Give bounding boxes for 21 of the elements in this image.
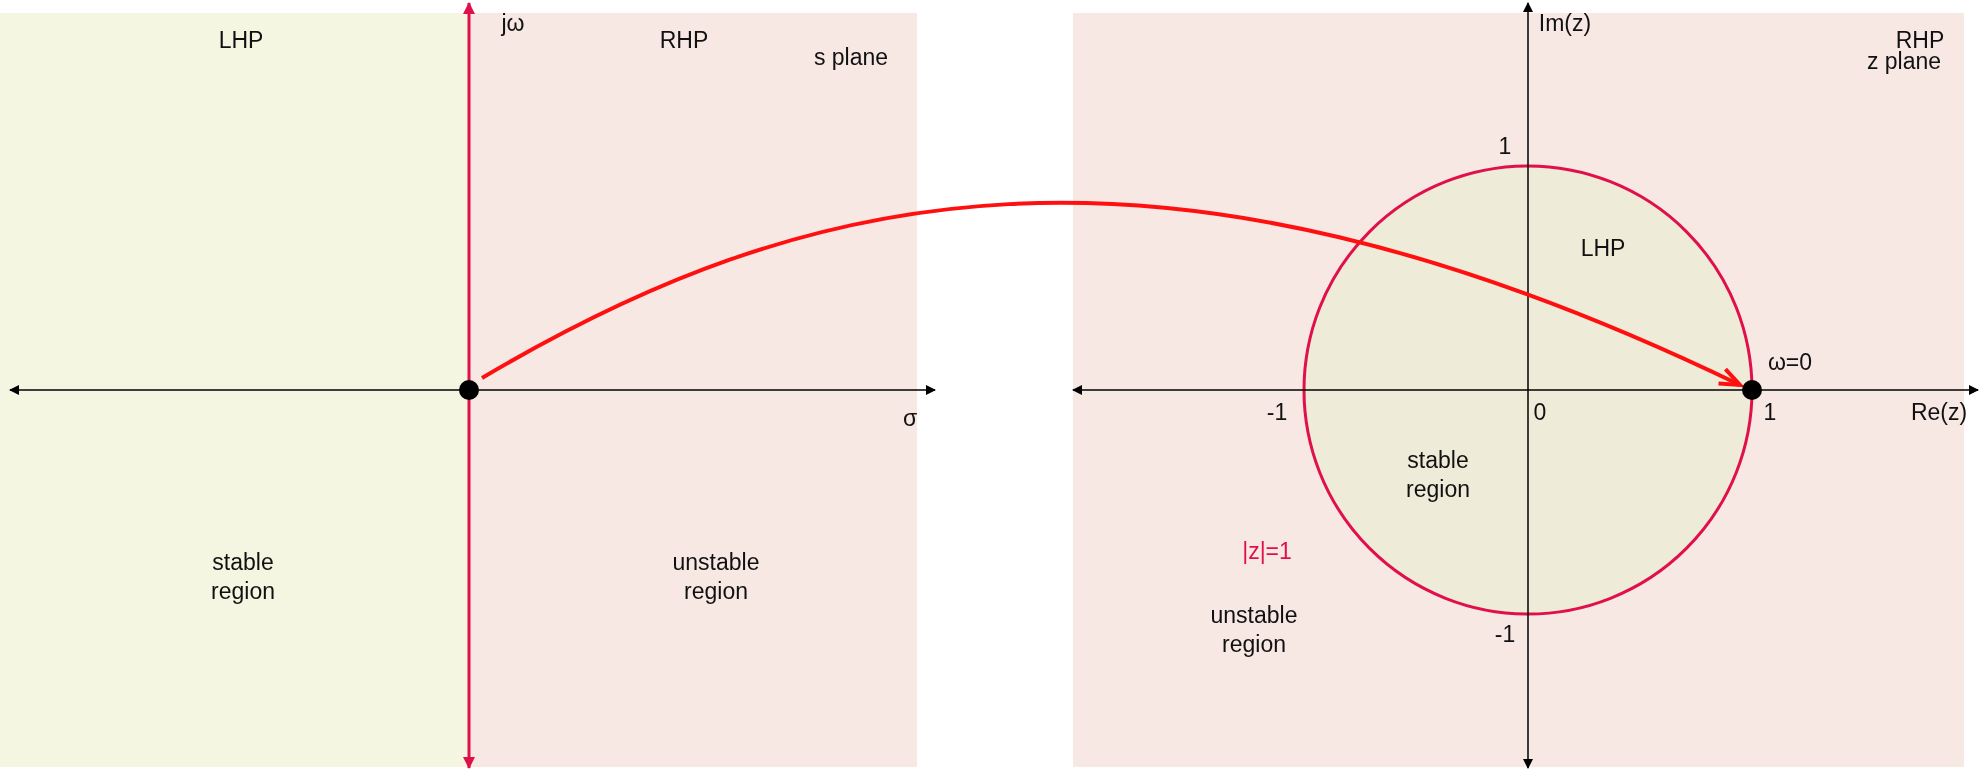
region-label: stable region bbox=[1405, 446, 1471, 504]
plane-label: s plane bbox=[813, 42, 889, 72]
region-label: unstable region bbox=[1209, 601, 1299, 659]
circle-label: |z|=1 bbox=[1242, 536, 1292, 566]
axis-label: jω bbox=[501, 8, 525, 38]
region-label: LHP bbox=[218, 25, 264, 55]
mapping-arrow bbox=[481, 202, 1742, 387]
point-caption: ω=0 bbox=[1767, 347, 1813, 377]
tick-label: 0 bbox=[1533, 397, 1547, 427]
axis-label: Im(z) bbox=[1538, 8, 1592, 38]
axis-label: σ bbox=[902, 403, 918, 433]
tick-label: -1 bbox=[1494, 619, 1516, 649]
region-label: RHP bbox=[659, 25, 709, 55]
plane-label: z plane bbox=[1866, 47, 1942, 76]
axis-label: Re(z) bbox=[1910, 397, 1968, 427]
region-label: unstable region bbox=[671, 548, 761, 606]
region-label: stable region bbox=[210, 548, 276, 606]
region-label: LHP bbox=[1580, 233, 1626, 263]
tick-label: 1 bbox=[1763, 397, 1777, 427]
tick-label: -1 bbox=[1266, 397, 1288, 427]
tick-label: 1 bbox=[1498, 131, 1512, 161]
